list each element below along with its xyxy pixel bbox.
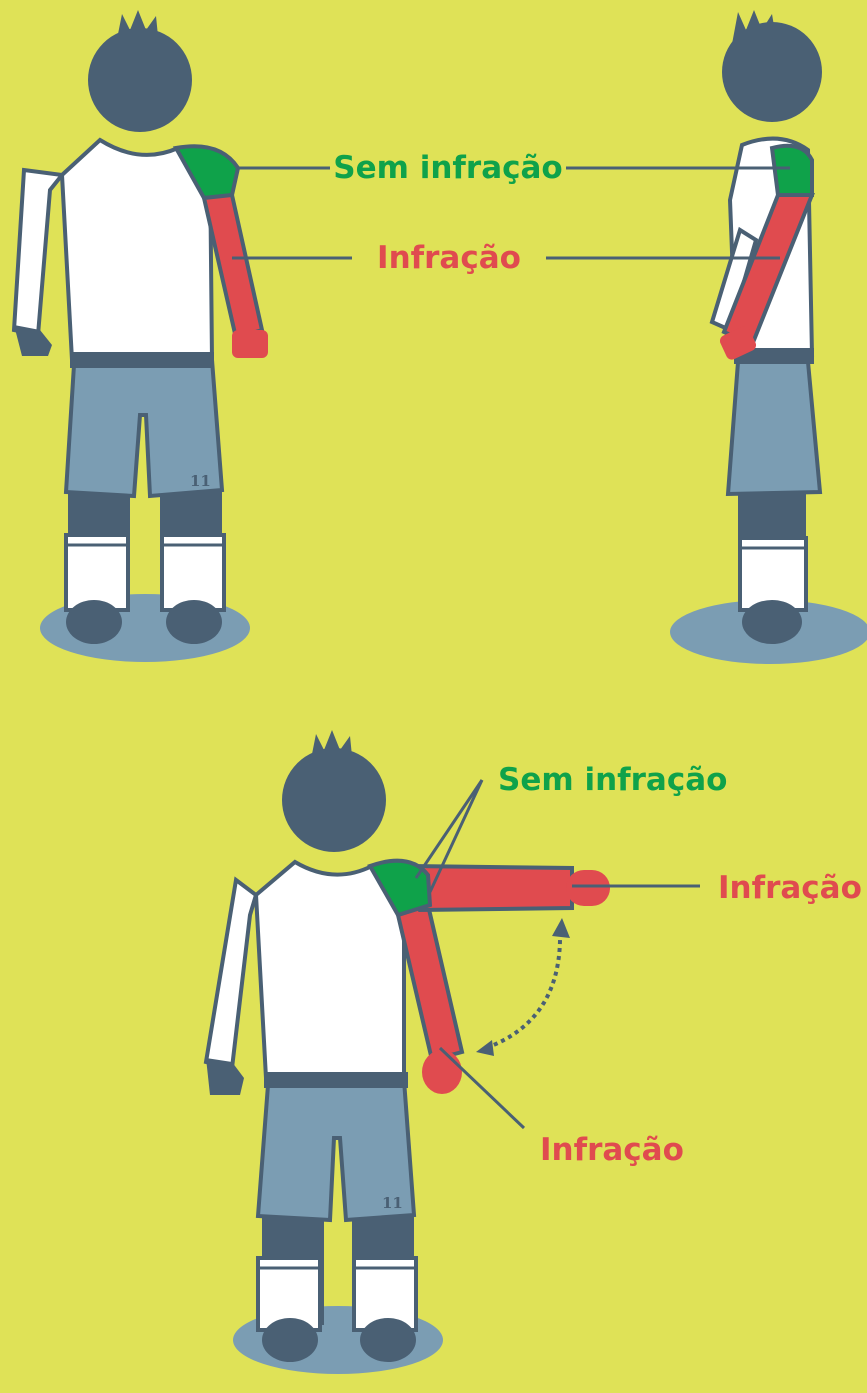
- label-infraction-top: Infração: [377, 240, 521, 276]
- shorts: [728, 362, 820, 494]
- arm-raised-infraction: [410, 866, 572, 910]
- foot-left: [262, 1318, 318, 1362]
- jersey-number: 11: [190, 472, 211, 490]
- shoulder-no-infraction: [772, 146, 812, 195]
- head: [282, 748, 386, 852]
- head: [88, 28, 192, 132]
- label-infraction-raised-arm: Infração: [718, 870, 862, 906]
- label-no-infraction-bottom: Sem infração: [498, 762, 727, 798]
- foot-right: [360, 1318, 416, 1362]
- hand-lowered: [422, 1050, 462, 1094]
- shirt: [256, 862, 404, 1078]
- jersey-number: 11: [382, 1194, 403, 1212]
- waistband: [70, 352, 214, 368]
- label-no-infraction-top: Sem infração: [333, 150, 562, 186]
- label-infraction-lowered-arm: Infração: [540, 1132, 684, 1168]
- waistband: [264, 1072, 408, 1088]
- foot-left: [66, 600, 122, 644]
- foot-right: [166, 600, 222, 644]
- foot: [742, 600, 802, 644]
- hand-raised: [566, 870, 610, 906]
- hand-right: [232, 330, 268, 358]
